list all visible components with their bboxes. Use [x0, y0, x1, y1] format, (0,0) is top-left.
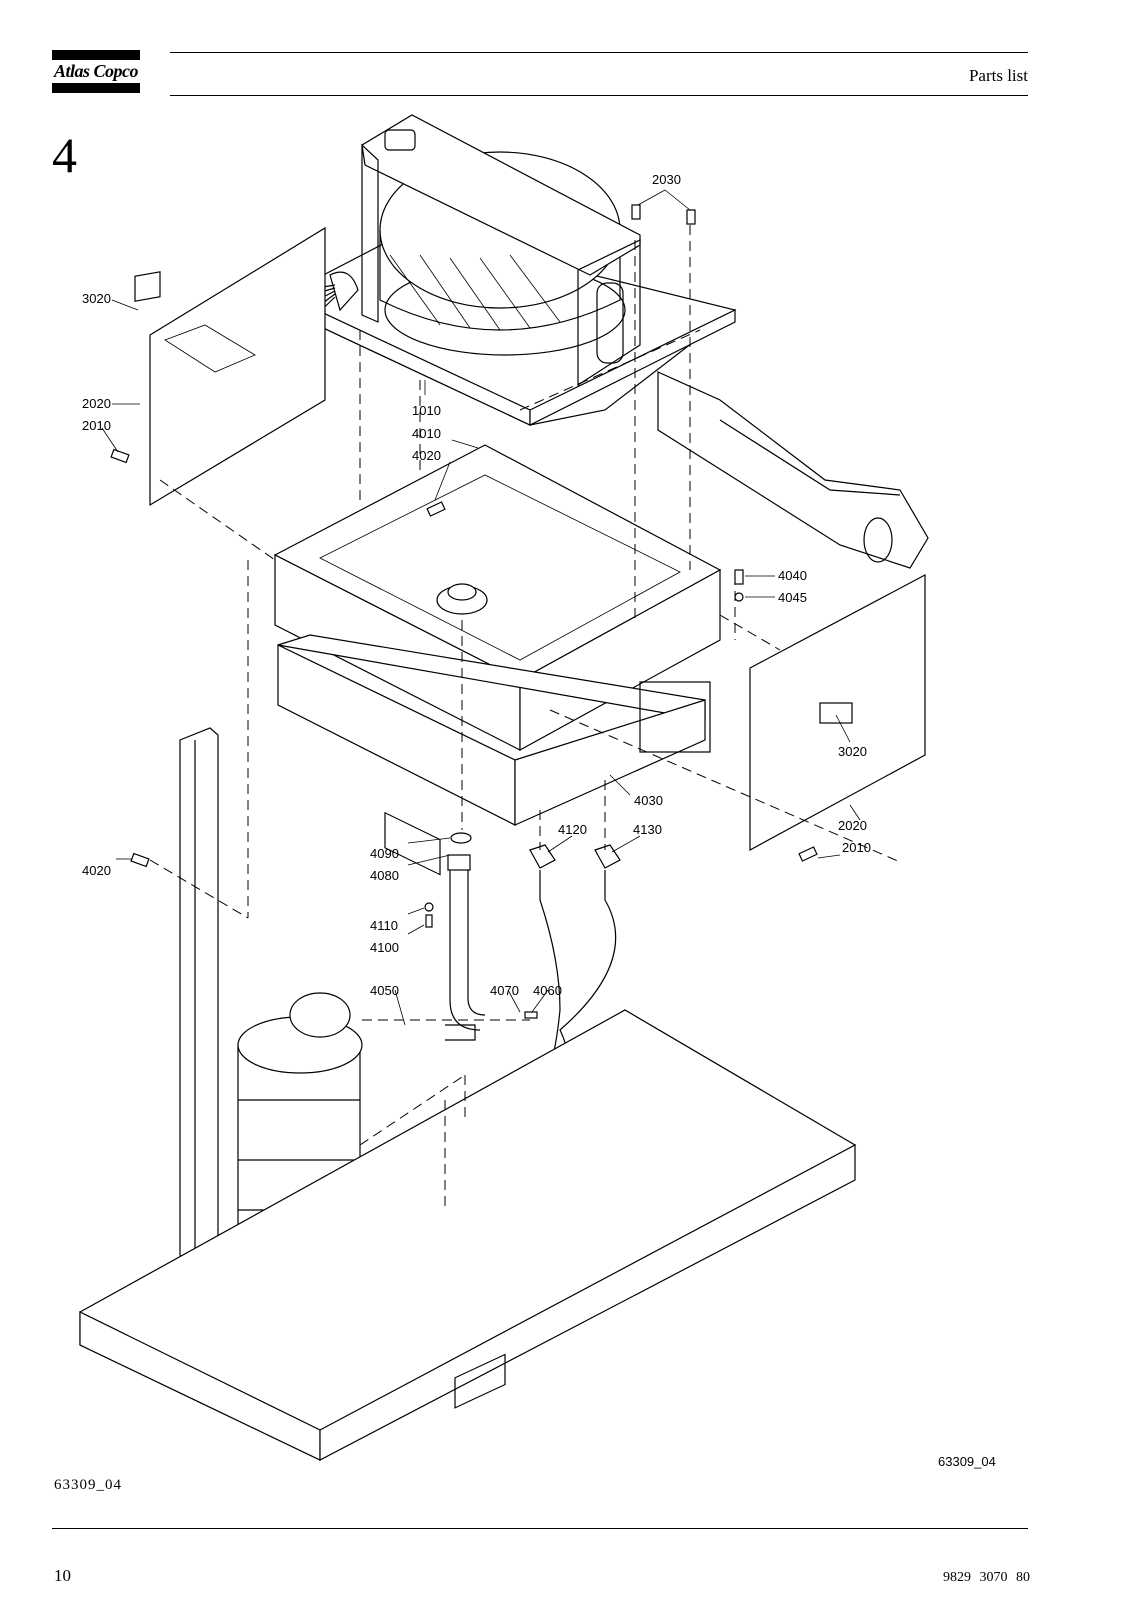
callout-2030: 2030 [652, 172, 681, 187]
callout-4010: 4010 [412, 426, 441, 441]
callout-4070: 4070 [490, 983, 519, 998]
callout-4100: 4100 [370, 940, 399, 955]
support-column [179, 727, 219, 1263]
leader-lines [101, 189, 861, 1026]
callout-4090: 4090 [370, 846, 399, 861]
callout-2010-left: 2010 [82, 418, 111, 433]
callout-4020-lower: 4020 [82, 863, 111, 878]
section-number: 4 [52, 127, 77, 183]
page-number: 10 [54, 1566, 71, 1585]
document-number: 9829 3070 80 [943, 1570, 1030, 1585]
callout-3020-right: 3020 [838, 744, 867, 759]
callout-4040: 4040 [778, 568, 807, 583]
side-panel-2020-left [134, 226, 326, 507]
fasteners [110, 204, 818, 1019]
figure-reference-right: 63309_04 [938, 1454, 996, 1469]
callout-4110: 4110 [370, 918, 398, 933]
callout-4030: 4030 [634, 793, 663, 808]
callout-3020-left: 3020 [82, 291, 111, 306]
callout-1010: 1010 [412, 403, 441, 418]
footer-rule [52, 1528, 1028, 1529]
callout-4050: 4050 [370, 983, 399, 998]
callout-4120: 4120 [558, 822, 587, 837]
callout-4060: 4060 [533, 983, 562, 998]
header-rule-bottom [170, 95, 1028, 96]
callout-4080: 4080 [370, 868, 399, 883]
callout-4130: 4130 [633, 822, 662, 837]
fan-unit-1010 [284, 114, 737, 426]
assembly-dashed-lines [149, 225, 901, 1210]
callout-4020-upper: 4020 [412, 448, 441, 463]
logo-bar-bottom [52, 83, 140, 93]
tray-4030 [277, 634, 711, 826]
logo-brand-text: Atlas Copco [54, 61, 139, 81]
figure-reference-left: 63309_04 [54, 1477, 122, 1493]
callout-2010-right: 2010 [842, 840, 871, 855]
callout-2020-left: 2020 [82, 396, 111, 411]
frame-4010 [273, 444, 722, 876]
header-title: Parts list [968, 66, 1028, 85]
logo-bar-top [52, 50, 140, 60]
header-rule-top [170, 52, 1028, 53]
side-panel-2020-right [749, 574, 926, 852]
side-panel-right-upper [657, 371, 929, 569]
callout-4045: 4045 [778, 590, 807, 605]
callout-2020-right: 2020 [838, 818, 867, 833]
base-frame [79, 1009, 857, 1461]
atlas-copco-logo: Atlas Copco [52, 50, 140, 94]
